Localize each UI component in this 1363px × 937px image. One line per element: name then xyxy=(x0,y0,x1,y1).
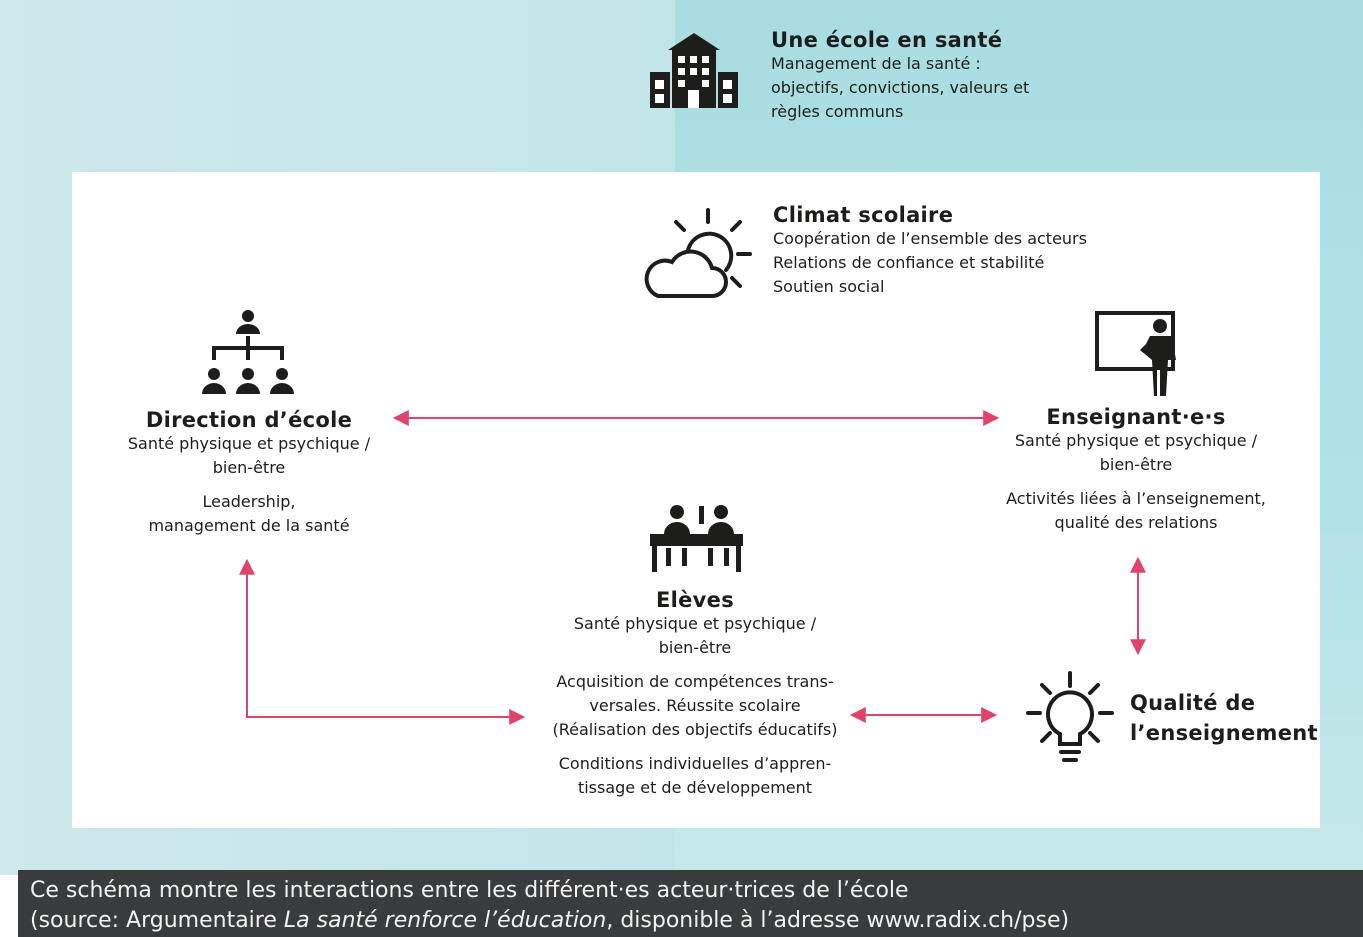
direction-health-line: bien-être xyxy=(212,458,286,477)
students-outcome-line: versales. Réussite scolaire xyxy=(589,696,801,715)
students-condition-line: Conditions individuelles d’appren- xyxy=(558,754,832,773)
teachers-node: Enseignant·e·s Santé physique et psychiq… xyxy=(996,405,1276,535)
school-building-icon xyxy=(650,33,738,108)
teachers-health-line: bien-être xyxy=(1099,455,1173,474)
students-title: Elèves xyxy=(655,588,735,612)
climate-line: Coopération de l’ensemble des acteurs xyxy=(773,229,1087,248)
caption-source-suffix: , disponible à l’adresse www.radix.ch/ps… xyxy=(606,908,1070,933)
teachers-title: Enseignant·e·s xyxy=(1046,405,1226,429)
teaching-quality-title: l’enseignement xyxy=(1130,721,1318,745)
caption-source-title: La santé renforce l’éducation xyxy=(283,908,607,933)
caption-line-1: Ce schéma montre les interactions entre … xyxy=(30,878,909,903)
students-desk-icon xyxy=(650,505,743,572)
teachers-role-line: Activités liées à l’enseignement, xyxy=(1006,489,1266,508)
direction-health-line: Santé physique et psychique / xyxy=(127,434,371,453)
school-line: objectifs, convictions, valeurs et xyxy=(771,78,1030,97)
teachers-role-line: qualité des relations xyxy=(1054,513,1218,532)
direction-role-line: Leadership, xyxy=(202,492,296,511)
teachers-health-line: Santé physique et psychique / xyxy=(1014,431,1258,450)
arrows xyxy=(239,410,1146,725)
teaching-quality-node: Qualité de l’enseignement xyxy=(1130,688,1330,748)
students-node: Elèves Santé physique et psychique / bie… xyxy=(540,588,850,800)
caption-bar: Ce schéma montre les interactions entre … xyxy=(18,870,1363,937)
lightbulb-icon xyxy=(1026,671,1114,762)
students-health-line: bien-être xyxy=(658,638,732,657)
arrow-direction-students xyxy=(239,558,526,725)
sun-cloud-icon xyxy=(644,208,752,298)
students-health-line: Santé physique et psychique / xyxy=(573,614,817,633)
caption-source-prefix: (source: Argumentaire xyxy=(30,908,284,933)
direction-title: Direction d’école xyxy=(145,408,353,432)
caption-line-2: (source: Argumentaire La santé renforce … xyxy=(30,906,1363,936)
climate-title: Climat scolaire xyxy=(773,203,954,227)
direction-role-line: management de la santé xyxy=(148,516,350,535)
teaching-quality-title: Qualité de xyxy=(1130,691,1256,715)
teacher-board-icon xyxy=(1095,311,1176,396)
school-line: règles communs xyxy=(771,102,904,121)
students-outcome-line: (Réalisation des objectifs éducatifs) xyxy=(552,720,838,739)
direction-node: Direction d’école Santé physique et psyc… xyxy=(109,408,389,538)
org-chart-icon xyxy=(202,310,294,394)
climate-line: Soutien social xyxy=(773,277,885,296)
school-title: Une école en santé xyxy=(771,28,1003,52)
climate-node: Climat scolaire Coopération de l’ensembl… xyxy=(773,203,1133,299)
school-line: Management de la santé : xyxy=(771,54,981,73)
students-condition-line: tissage et de développement xyxy=(577,778,813,797)
climate-line: Relations de confiance et stabilité xyxy=(773,253,1045,272)
students-outcome-line: Acquisition de compétences trans- xyxy=(556,672,834,691)
school-node: Une école en santé Management de la sant… xyxy=(771,28,1101,124)
